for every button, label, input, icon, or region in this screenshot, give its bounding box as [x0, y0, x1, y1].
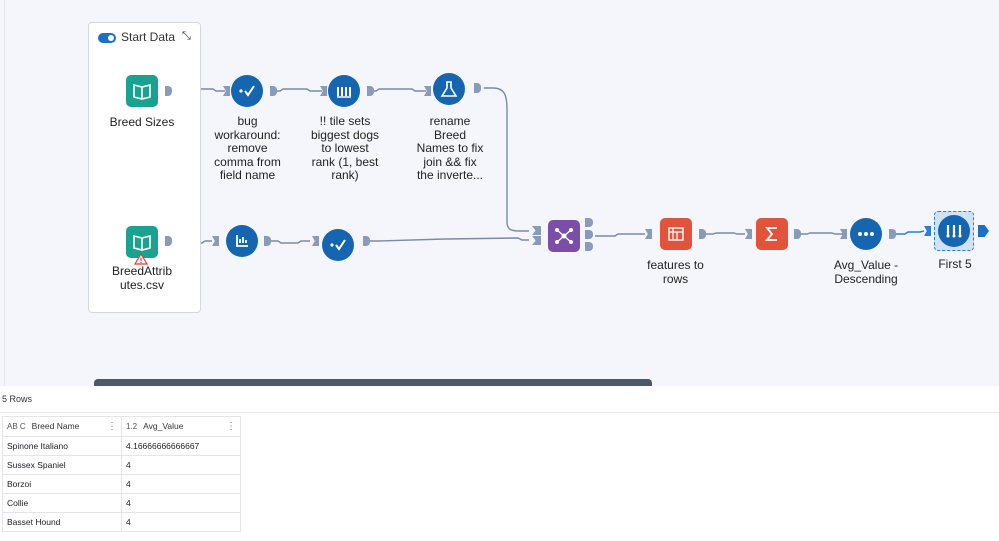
- output-anchor[interactable]: [367, 86, 374, 96]
- tool-label-select-bug-workaround: bug workaround: remove comma from field …: [214, 114, 281, 182]
- output-anchor[interactable]: [474, 83, 481, 93]
- warning-icon: [134, 253, 148, 265]
- wire-tile-to-formula: [367, 88, 426, 92]
- join-j-output-anchor[interactable]: [585, 230, 593, 239]
- output-anchor[interactable]: [978, 225, 989, 237]
- flask-icon[interactable]: [433, 73, 465, 105]
- input-anchor[interactable]: [212, 236, 219, 246]
- output-anchor[interactable]: [264, 236, 271, 246]
- tool-label-sort: Avg_Value - Descending: [833, 258, 899, 286]
- output-anchor[interactable]: [270, 86, 277, 96]
- wire-cleanse-to-select: [267, 240, 310, 244]
- input-anchor[interactable]: [645, 229, 652, 239]
- number-type-icon: 1.2: [126, 422, 138, 431]
- string-type-icon: AB C: [7, 422, 26, 431]
- collapse-icon[interactable]: ⤡: [182, 30, 191, 42]
- cleanse-icon[interactable]: [226, 225, 258, 257]
- row-count: 5 Rows: [2, 394, 33, 404]
- tool-label-tile: !! tile sets biggest dogs to lowest rank…: [310, 114, 380, 182]
- output-anchor[interactable]: [794, 229, 801, 239]
- tool-label-sample: First 5: [938, 257, 972, 271]
- workflow-canvas[interactable]: Start Data ⤡ Breed Sizes BreedAttrib ute…: [0, 0, 999, 386]
- output-anchor[interactable]: [165, 86, 172, 96]
- book-icon[interactable]: [126, 226, 158, 258]
- output-anchor[interactable]: [363, 236, 370, 246]
- canvas-left-border: [4, 0, 5, 386]
- join-right-output-anchor[interactable]: [585, 242, 593, 251]
- tool-label-formula-rename: rename Breed Names to fix join && fix th…: [416, 114, 484, 182]
- tool-label-transpose: features to rows: [647, 258, 704, 286]
- column-menu-icon[interactable]: ⋮: [107, 421, 117, 432]
- sigma-icon[interactable]: [756, 218, 788, 250]
- output-anchor[interactable]: [889, 229, 896, 239]
- wire-transpose-to-summarize: [703, 232, 745, 235]
- transpose-icon[interactable]: [660, 218, 692, 250]
- output-anchor[interactable]: [165, 236, 172, 246]
- select-check-icon[interactable]: [322, 229, 354, 261]
- wire-join-to-transpose: [595, 233, 645, 237]
- wire-sort-to-sample: [893, 230, 925, 235]
- wire-formula-to-join-left: [484, 87, 529, 232]
- output-anchor[interactable]: [699, 229, 706, 239]
- join-left-output-anchor[interactable]: [585, 218, 593, 227]
- container-title: Start Data: [121, 30, 176, 44]
- column-menu-icon[interactable]: ⋮: [226, 421, 236, 432]
- wire-summarize-to-sort: [797, 232, 843, 235]
- sample-icon[interactable]: [938, 215, 970, 247]
- results-header-divider: [0, 412, 999, 413]
- container-enable-toggle[interactable]: [98, 33, 116, 43]
- input-anchor[interactable]: [223, 86, 230, 96]
- input-anchor[interactable]: [312, 236, 319, 246]
- tool-label-breed-sizes: Breed Sizes: [109, 115, 175, 129]
- input-anchor[interactable]: [840, 229, 847, 239]
- wire-select-to-join-right: [370, 237, 529, 242]
- join-left-input-anchor[interactable]: [532, 226, 541, 235]
- input-anchor[interactable]: [320, 86, 327, 96]
- join-right-input-anchor[interactable]: [532, 236, 541, 245]
- join-icon[interactable]: [548, 220, 580, 252]
- horizontal-scrollbar[interactable]: [94, 379, 652, 386]
- input-anchor[interactable]: [924, 226, 931, 236]
- tool-label-breed-attributes: BreedAttrib utes.csv: [111, 264, 173, 292]
- wire-select-to-tile: [270, 88, 322, 92]
- book-icon[interactable]: [126, 75, 158, 107]
- input-anchor[interactable]: [424, 86, 431, 96]
- input-anchor[interactable]: [745, 229, 752, 239]
- sort-dots-icon[interactable]: [850, 218, 882, 250]
- select-check-icon[interactable]: [231, 75, 263, 107]
- tile-icon[interactable]: [328, 75, 360, 107]
